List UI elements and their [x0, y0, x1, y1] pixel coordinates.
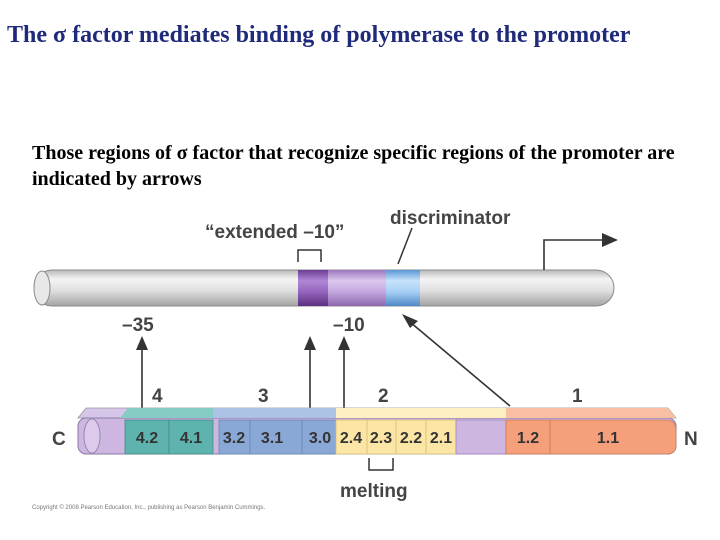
slide-subtitle: Those regions of σ factor that recognize… — [32, 142, 675, 190]
domain-4-label: 4 — [152, 386, 163, 407]
region-1-2: 1.2 — [517, 430, 539, 447]
transcription-start-arrow — [543, 239, 604, 270]
minus10-label: –10 — [333, 315, 365, 336]
melting-label: melting — [340, 481, 408, 502]
minus35-label: –35 — [122, 315, 154, 336]
region-2-3: 2.3 — [370, 430, 392, 447]
extended-minus10-bracket — [297, 249, 322, 262]
discriminator-label: discriminator — [390, 208, 511, 229]
discriminator-pointer — [397, 227, 413, 265]
region-3-0: 3.0 — [309, 430, 331, 447]
transcription-start-arrowhead — [602, 233, 618, 247]
region-3-1: 3.1 — [261, 430, 283, 447]
region-3-2: 3.2 — [223, 430, 245, 447]
sigma-symbol: σ — [53, 22, 67, 48]
domain-1-label: 1 — [572, 386, 583, 407]
region-2-4: 2.4 — [340, 430, 362, 447]
c-terminus-label: C — [52, 429, 66, 450]
region-2-2: 2.2 — [400, 430, 422, 447]
region-2-1: 2.1 — [430, 430, 452, 447]
copyright-notice: Copyright © 2008 Pearson Education, Inc.… — [32, 505, 266, 511]
domain-2-label: 2 — [378, 386, 389, 407]
melting-bracket — [368, 458, 394, 471]
recognition-arrows — [136, 314, 511, 408]
extended-minus10-label: “extended –10” — [205, 222, 344, 243]
domain-3-label: 3 — [258, 386, 269, 407]
region-4-1: 4.1 — [180, 430, 202, 447]
sigma-protein — [77, 407, 677, 455]
region-labels: 4.2 4.1 3.2 3.1 3.0 2.4 2.3 2.2 2.1 1.2 … — [136, 430, 619, 447]
sigma-symbol: σ — [176, 142, 188, 164]
region-1-1: 1.1 — [597, 430, 619, 447]
region-4-2: 4.2 — [136, 430, 158, 447]
n-terminus-label: N — [684, 429, 698, 450]
slide-title: The σ factor mediates binding of polymer… — [7, 22, 631, 48]
dna-promoter — [33, 269, 615, 307]
